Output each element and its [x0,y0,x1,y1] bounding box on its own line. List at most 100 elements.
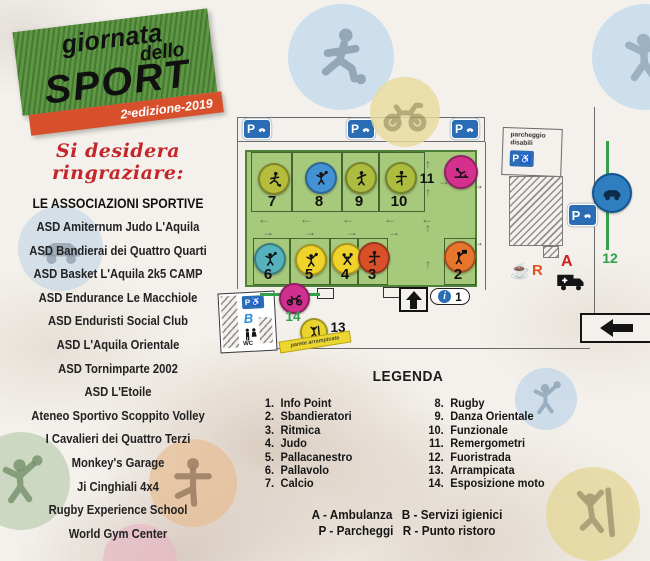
soccer-player-icon [266,171,283,188]
parking-letter: P [246,122,255,136]
ambulance-icon [556,271,586,291]
flow-arrow-up: ↑ [425,157,431,171]
association-item: Ji Cinghiali 4x4 [77,479,159,494]
association-item: Rugby Experience School [48,503,188,518]
station-14-number: 14 [285,309,301,324]
disabled-parking-sign: P ♿ [241,295,265,310]
field-gate [383,287,400,298]
flow-arrow-left: ← [300,212,312,226]
station-3-circle [358,242,390,274]
field-box-6 [253,238,290,285]
flow-arrow-up: ↑ [425,221,431,235]
station-14-circle [279,283,310,314]
legend-item: 12.Fuoristrada [428,449,511,464]
field-box-5 [290,238,330,285]
ambulance-label: A [561,253,573,270]
station-7-number: 7 [267,193,277,210]
flow-arrow-right: → [304,225,316,239]
info-point-badge: i 1 [430,288,470,305]
disabled-parking-area: parcheggio disabili P ♿ [501,126,563,178]
legend-item: 1.Info Point [264,396,332,410]
associations-title: LE ASSOCIAZIONI SPORTIVE [32,196,204,211]
exit-arrow-right: → [472,178,484,192]
station-11-number: 11 [419,170,435,186]
offroad-track-line [606,210,609,250]
parking-lot-hatched [509,176,563,246]
flow-arrow-left: ← [258,212,270,226]
field-box-9 [342,152,379,212]
car-icon [582,211,593,220]
motocross-icon [382,89,428,135]
deco-basketball-circle [592,4,650,110]
flow-arrow-left: ← [384,212,396,226]
legend-item: 8.Rugby [434,396,485,410]
road-line-left [237,140,238,289]
station-9-circle [345,162,377,194]
legend-item: 11.Remergometri [429,436,526,451]
deco-gymnast-circle [149,439,237,527]
field-box-7 [251,152,292,212]
station-8-number: 8 [314,193,324,210]
station-12-circle [592,173,632,213]
field-box-10 [379,152,425,212]
site-entrance-box [580,313,650,343]
association-item: ASD L'Aquila Orientale [56,337,180,352]
volleyball-player-icon [262,251,279,268]
flow-arrow-right: → [388,225,400,239]
flow-arrow-right: → [262,225,274,239]
disabled-parking-label: parcheggio disabili [510,131,546,147]
flag-waver-icon [452,249,469,266]
legend-item: 9.Danza Orientale [434,409,534,424]
oriental-dance-icon [353,170,370,187]
wheelchair-icon: ♿ [519,153,532,164]
station-10-number: 10 [390,193,408,210]
association-item: ASD Bandierai dei Quattro Quarti [29,243,207,258]
parking-sign: P [348,120,374,138]
association-item: World Gym Center [68,526,168,541]
road-line-bottom [268,348,590,349]
judo-icon [339,251,356,268]
refreshment-label: R [532,262,543,279]
coffee-icon: ☕ [510,263,530,280]
legend-title: LEGENDA [372,369,444,385]
car-icon [465,125,475,134]
toilets-label-b: B [243,310,254,327]
legend-item: 6.Pallavolo [264,463,329,478]
parking-strip [237,117,485,142]
association-item: ASD Amiternum Judo L'Aquila [36,220,200,234]
association-item: ASD L'Etoile [84,385,152,400]
legend-item: 10.Funzionale [428,422,508,437]
wheelchair-icon: ♿ [250,297,262,307]
deco-motocross-circle [370,77,440,147]
functional-training-icon [393,170,410,187]
station-10-circle [385,162,417,194]
legend-item: 2.Sbandieratori [264,409,352,424]
wc-label: WC [243,340,254,348]
station-3-number: 3 [367,266,377,283]
info-icon: i [438,290,452,303]
rhythmic-gymnastics-icon [366,250,383,267]
legend-item: 7.Calcio [264,476,314,491]
legend-item: 13.Arrampicata [428,463,515,478]
car-icon [361,125,371,134]
station-5-circle [295,244,327,276]
association-item: ASD Enduristi Social Club [47,314,189,329]
legend-item: 3.Ritmica [264,422,321,437]
soccer-player-icon [309,25,373,89]
parking-letter: P [571,207,581,223]
offroad-track-line [606,141,609,175]
legend-item: 14.Esposizione moto [428,476,545,491]
station-11-circle [444,155,478,189]
association-item: I Cavalieri dei Quattro Terzi [45,432,191,447]
motorcycle-icon [286,290,303,307]
thanks-heading: Si desidera ringraziare: [0,140,236,184]
parking-letter: P [454,122,463,136]
rowing-machine-icon [453,164,470,181]
parking-sign: P [244,120,270,138]
legend-item: 4.Judo [264,436,307,451]
entrance-arrow-left-icon [599,319,633,337]
sponsors-column: Si desidera ringraziare: LE ASSOCIAZIONI… [0,140,236,546]
